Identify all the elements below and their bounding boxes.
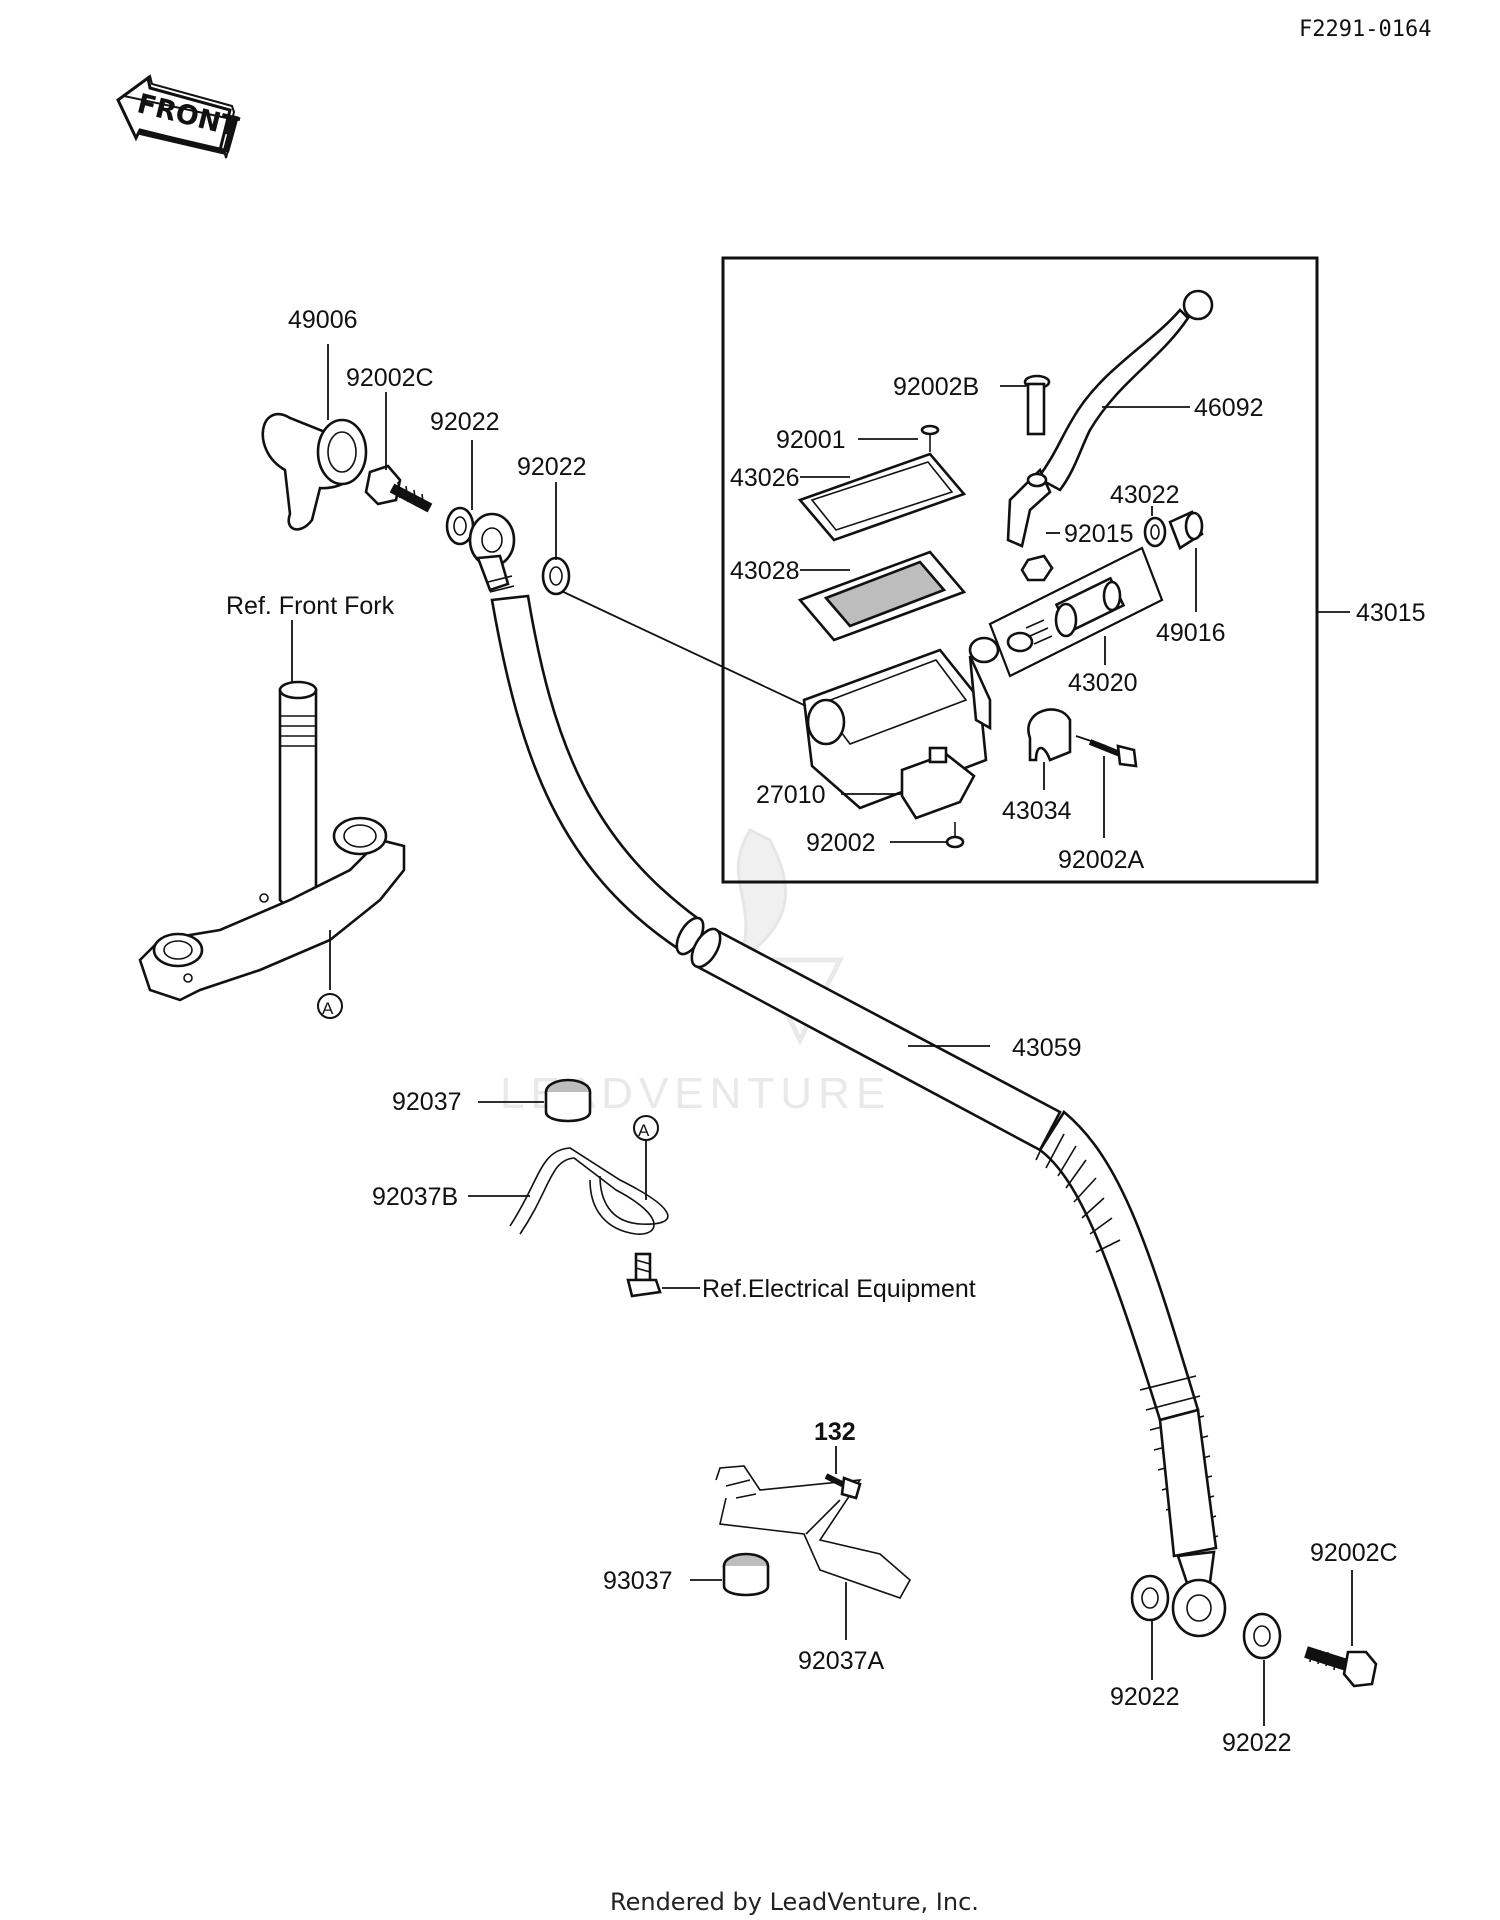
label-92037: 92037 (392, 1088, 462, 1116)
hose-bracket-b (509, 1147, 669, 1235)
crush-washer-bottom-c (1130, 1574, 1170, 1622)
label-92001: 92001 (776, 426, 846, 454)
label-92015: 92015 (1064, 520, 1134, 548)
banjo-bolt-bottom (1304, 1646, 1378, 1688)
handlebar-clamp (1027, 708, 1072, 762)
pivot-bolt (1023, 374, 1051, 436)
marker-a2: A (638, 1121, 650, 1140)
label-92022-b: 92022 (517, 453, 587, 481)
bracket-bolt (626, 1252, 662, 1298)
label-46092: 46092 (1194, 394, 1264, 422)
label-92002: 92002 (806, 829, 876, 857)
label-92022-c: 92022 (1110, 1683, 1180, 1711)
label-43020: 43020 (1068, 669, 1138, 697)
brake-switch (900, 746, 976, 820)
brake-hose (468, 512, 1227, 1638)
watermark: LEADVENTURE (500, 828, 885, 1118)
label-43034: 43034 (1002, 797, 1072, 825)
marker-a1: A (322, 999, 334, 1018)
label-92037b: 92037B (372, 1183, 458, 1211)
label-92002c-top: 92002C (346, 364, 434, 392)
crush-washer-bottom-d (1242, 1612, 1282, 1660)
bolt-132 (824, 1473, 862, 1500)
marker-a2-circle (633, 1115, 659, 1141)
footer-credit: Rendered by LeadVenture, Inc. (610, 1888, 979, 1916)
steering-stem (138, 680, 406, 1002)
label-93037: 93037 (603, 1567, 673, 1595)
grommet-93037 (722, 1552, 770, 1597)
label-43059: 43059 (1012, 1034, 1082, 1062)
label-43015: 43015 (1356, 599, 1426, 627)
label-43026: 43026 (730, 464, 800, 492)
label-ref-front-fork: Ref. Front Fork (226, 592, 395, 620)
label-92002c-bottom: 92002C (1310, 1539, 1398, 1567)
diaphragm (797, 550, 967, 642)
front-arrow-icon: FRONT (116, 74, 242, 159)
label-92022-d: 92022 (1222, 1729, 1292, 1757)
hose-bracket-a (715, 1465, 912, 1599)
grommet-92037 (544, 1078, 592, 1123)
document-code: F2291-0164 (1299, 17, 1431, 42)
label-92022-a: 92022 (430, 408, 500, 436)
dust-boot (1168, 510, 1204, 550)
label-92002b: 92002B (893, 373, 979, 401)
label-43028: 43028 (730, 557, 800, 585)
fork-cover (261, 412, 368, 531)
label-132: 132 (814, 1418, 856, 1446)
cover-screw (920, 424, 940, 452)
reservoir-cover (797, 452, 967, 542)
label-92002a: 92002A (1058, 846, 1145, 874)
leader-master-cylinder (554, 587, 807, 707)
switch-screw (945, 822, 965, 849)
label-49006: 49006 (288, 306, 358, 334)
circlip (1143, 516, 1167, 548)
label-49016: 49016 (1156, 619, 1226, 647)
label-43022: 43022 (1110, 481, 1180, 509)
pivot-nut (1020, 554, 1054, 582)
banjo-bolt-top (364, 464, 433, 513)
clamp-bolt (1088, 739, 1138, 768)
label-27010: 27010 (756, 781, 826, 809)
label-ref-electrical: Ref.Electrical Equipment (702, 1275, 976, 1303)
crush-washer-top-b (541, 556, 571, 596)
brake-lever (1006, 289, 1214, 548)
label-92037a: 92037A (798, 1647, 885, 1675)
marker-a1-circle (317, 993, 343, 1019)
assembly-box (721, 256, 1319, 884)
leader-92002a-link (1075, 735, 1107, 747)
piston-kit (988, 546, 1164, 678)
